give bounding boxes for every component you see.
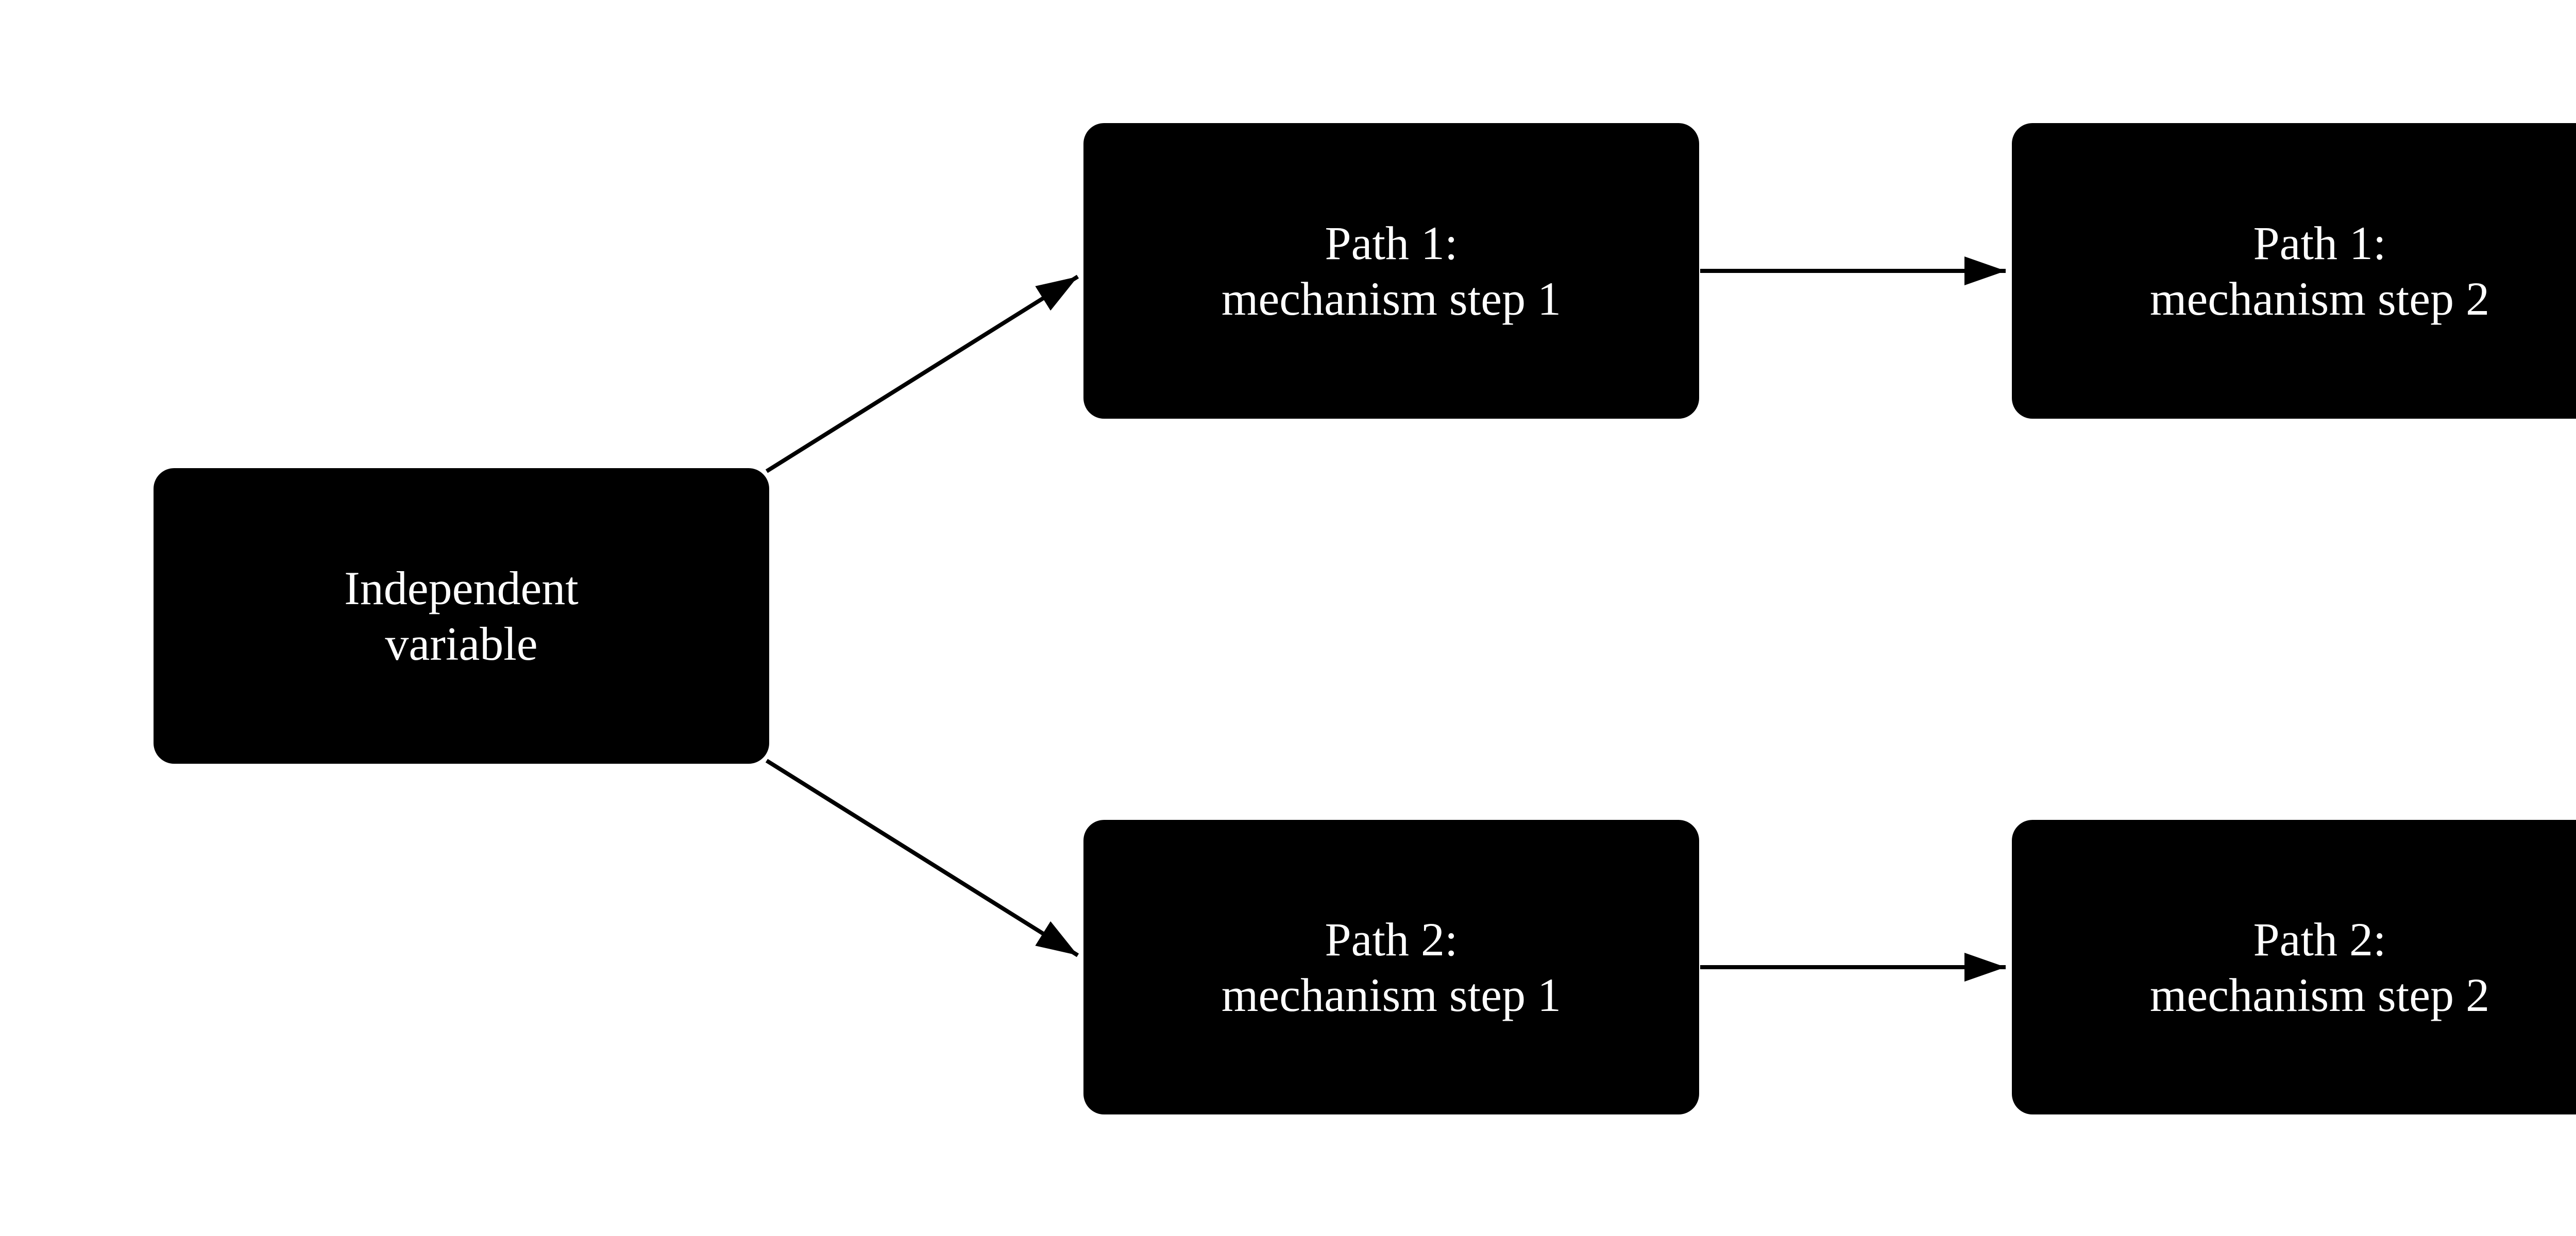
- node-independent-variable-label: Independent variable: [344, 562, 579, 670]
- edge-independent-to-path2-step1: [765, 759, 1079, 957]
- node-path2-mechanism-step2: Path 2: mechanism step 2: [2012, 820, 2576, 1114]
- node-path1-mechanism-step1-label: Path 1: mechanism step 1: [1221, 217, 1562, 325]
- node-path1-mechanism-step1: Path 1: mechanism step 1: [1083, 123, 1699, 419]
- node-path2-mechanism-step1: Path 2: mechanism step 1: [1083, 820, 1699, 1114]
- node-independent-variable: Independent variable: [154, 468, 769, 764]
- edge-independent-to-path1-step1: [765, 274, 1079, 473]
- node-path1-mechanism-step2: Path 1: mechanism step 2: [2012, 123, 2576, 419]
- node-path2-mechanism-step2-label: Path 2: mechanism step 2: [2149, 913, 2490, 1021]
- node-path2-mechanism-step1-label: Path 2: mechanism step 1: [1221, 913, 1562, 1021]
- node-path1-mechanism-step2-label: Path 1: mechanism step 2: [2149, 217, 2490, 325]
